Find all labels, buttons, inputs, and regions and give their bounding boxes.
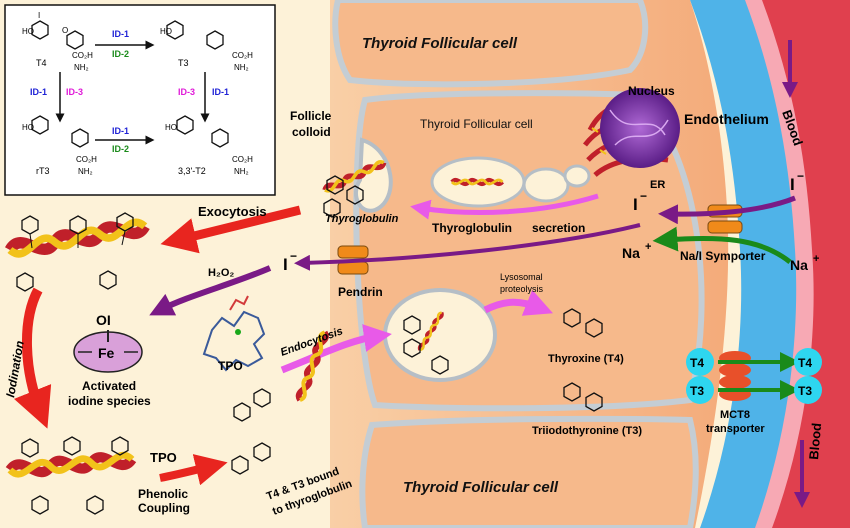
label-iodide-left-charge: − <box>290 249 297 263</box>
t4-blood-circle <box>794 348 822 376</box>
label-t3-cell: T3 <box>690 384 704 398</box>
inset-co2h-t3: CO₂H <box>232 51 253 60</box>
inset-ho-t3: HO <box>160 27 172 36</box>
label-coupling: Coupling <box>138 501 190 515</box>
tpo-enzyme-structure <box>202 295 266 372</box>
inset-nh2-t3: NH₂ <box>234 63 249 72</box>
label-oi: OI <box>96 312 111 328</box>
label-tpo-enzyme: TPO <box>218 359 243 373</box>
inset-co2h-rt3: CO₂H <box>76 155 97 164</box>
nucleus <box>600 88 680 168</box>
label-na-blood-charge: + <box>813 253 819 265</box>
label-mct8: MCT8 <box>720 409 750 421</box>
label-iodide-blood: I <box>790 175 795 194</box>
inset-co2h-t2: CO₂H <box>232 155 253 164</box>
vesicle-thyroglobulin <box>452 180 502 184</box>
inset-label-rt3: rT3 <box>36 166 50 176</box>
label-cell-top: Thyroid Follicular cell <box>362 35 518 52</box>
label-colloid: colloid <box>292 125 331 139</box>
label-transporter: transporter <box>706 423 765 435</box>
phenolic-coupling-arrow <box>159 454 228 486</box>
deiodinase-inset <box>4 4 276 196</box>
label-tg-secretion-2: secretion <box>532 221 585 235</box>
secretion-arrow <box>410 193 599 220</box>
label-phenolic: Phenolic <box>138 487 188 501</box>
inset-nh2-rt3: NH₂ <box>78 167 93 176</box>
label-tpo-coupling: TPO <box>150 450 177 465</box>
lysosomal-arrow <box>483 289 554 316</box>
label-lysosomal: Lysosomal <box>500 272 543 282</box>
label-exocytosis: Exocytosis <box>198 204 267 219</box>
label-thyroxine: Thyroxine (T4) <box>548 353 624 365</box>
label-na-i-symporter: Na/I Symporter <box>680 249 766 263</box>
exocytosis-arrow <box>160 205 302 254</box>
inset-i-1: I <box>38 11 40 20</box>
inset-ho-rt3: HO <box>22 123 34 132</box>
inset-label-t3: T3 <box>178 58 189 68</box>
inset-id3-left: ID-3 <box>66 87 83 97</box>
inset-id1-bottom: ID-1 <box>112 126 129 136</box>
label-iodine-species: iodine species <box>68 394 151 408</box>
inset-o-1: O <box>62 26 68 35</box>
inset-id1-left: ID-1 <box>30 87 47 97</box>
sodium-uptake-arrow <box>652 226 792 264</box>
inset-nh2-t4: NH₂ <box>74 63 89 72</box>
label-follicle: Follicle <box>290 109 332 123</box>
follicular-cell-top <box>332 0 649 88</box>
inset-id2-top: ID-2 <box>112 49 129 59</box>
label-proteolysis: proteolysis <box>500 284 544 294</box>
label-cell-mid: Thyroid Follicular cell <box>420 117 533 131</box>
inset-id1-right: ID-1 <box>212 87 229 97</box>
label-na-blood: Na <box>790 257 808 273</box>
label-iodide-cell: I <box>633 195 638 214</box>
blood-vessel <box>762 0 850 528</box>
inset-id3-right: ID-3 <box>178 87 195 97</box>
inset-id1-top: ID-1 <box>112 29 129 39</box>
iodide-efflux-arrow <box>149 265 272 316</box>
label-activated: Activated <box>82 379 136 393</box>
inset-ho-t2: HO <box>165 123 177 132</box>
inset-label-t4: T4 <box>36 58 47 68</box>
tyrosyl-rings <box>16 175 603 515</box>
label-t4-blood: T4 <box>798 356 812 370</box>
label-cell-bottom: Thyroid Follicular cell <box>403 479 559 496</box>
secretory-vesicle-medium <box>522 167 570 203</box>
secretory-vesicle-small <box>563 164 591 188</box>
label-t4-cell: T4 <box>690 356 704 370</box>
label-blood-bottom: Blood <box>806 422 824 460</box>
label-pendrin: Pendrin <box>338 285 383 299</box>
label-h2o2: H₂O₂ <box>208 267 234 279</box>
label-thyroglobulin: Thyroglobulin <box>325 213 399 225</box>
t4-cell-circle <box>686 348 714 376</box>
label-iodide-blood-charge: − <box>797 169 804 183</box>
t3-cell-circle <box>686 376 714 404</box>
label-na-cell: Na <box>622 245 640 261</box>
t3-blood-circle <box>794 376 822 404</box>
label-triiodothyronine: Triiodothyronine (T3) <box>532 425 642 437</box>
follicular-cell-bottom <box>359 415 699 528</box>
iodide-uptake-arrow <box>658 195 796 225</box>
inset-label-t2: 3,3'-T2 <box>178 166 206 176</box>
iodide-transport-arrow <box>294 223 641 271</box>
endocytosis-arrow <box>280 324 392 374</box>
label-fe: Fe <box>98 345 115 361</box>
pendrin-transporter <box>337 245 369 275</box>
inset-co2h-t4: CO₂H <box>72 51 93 60</box>
iodination-arrow <box>14 287 52 429</box>
label-endothelium: Endothelium <box>684 111 769 127</box>
inset-nh2-t2: NH₂ <box>234 167 249 176</box>
label-iodide-cell-charge: − <box>640 189 647 203</box>
label-t3-blood: T3 <box>798 384 812 398</box>
exocytosis-pocket <box>354 137 393 213</box>
label-nucleus: Nucleus <box>628 84 675 98</box>
label-tg-secretion-1: Thyroglobulin <box>432 221 512 235</box>
label-iodide-left: I <box>283 255 288 274</box>
endocytosis-vesicle <box>383 288 497 382</box>
label-na-cell-charge: + <box>645 241 651 253</box>
inset-id2-bottom: ID-2 <box>112 144 129 154</box>
label-er: ER <box>650 179 665 191</box>
inset-ho-t4: HO <box>22 27 34 36</box>
